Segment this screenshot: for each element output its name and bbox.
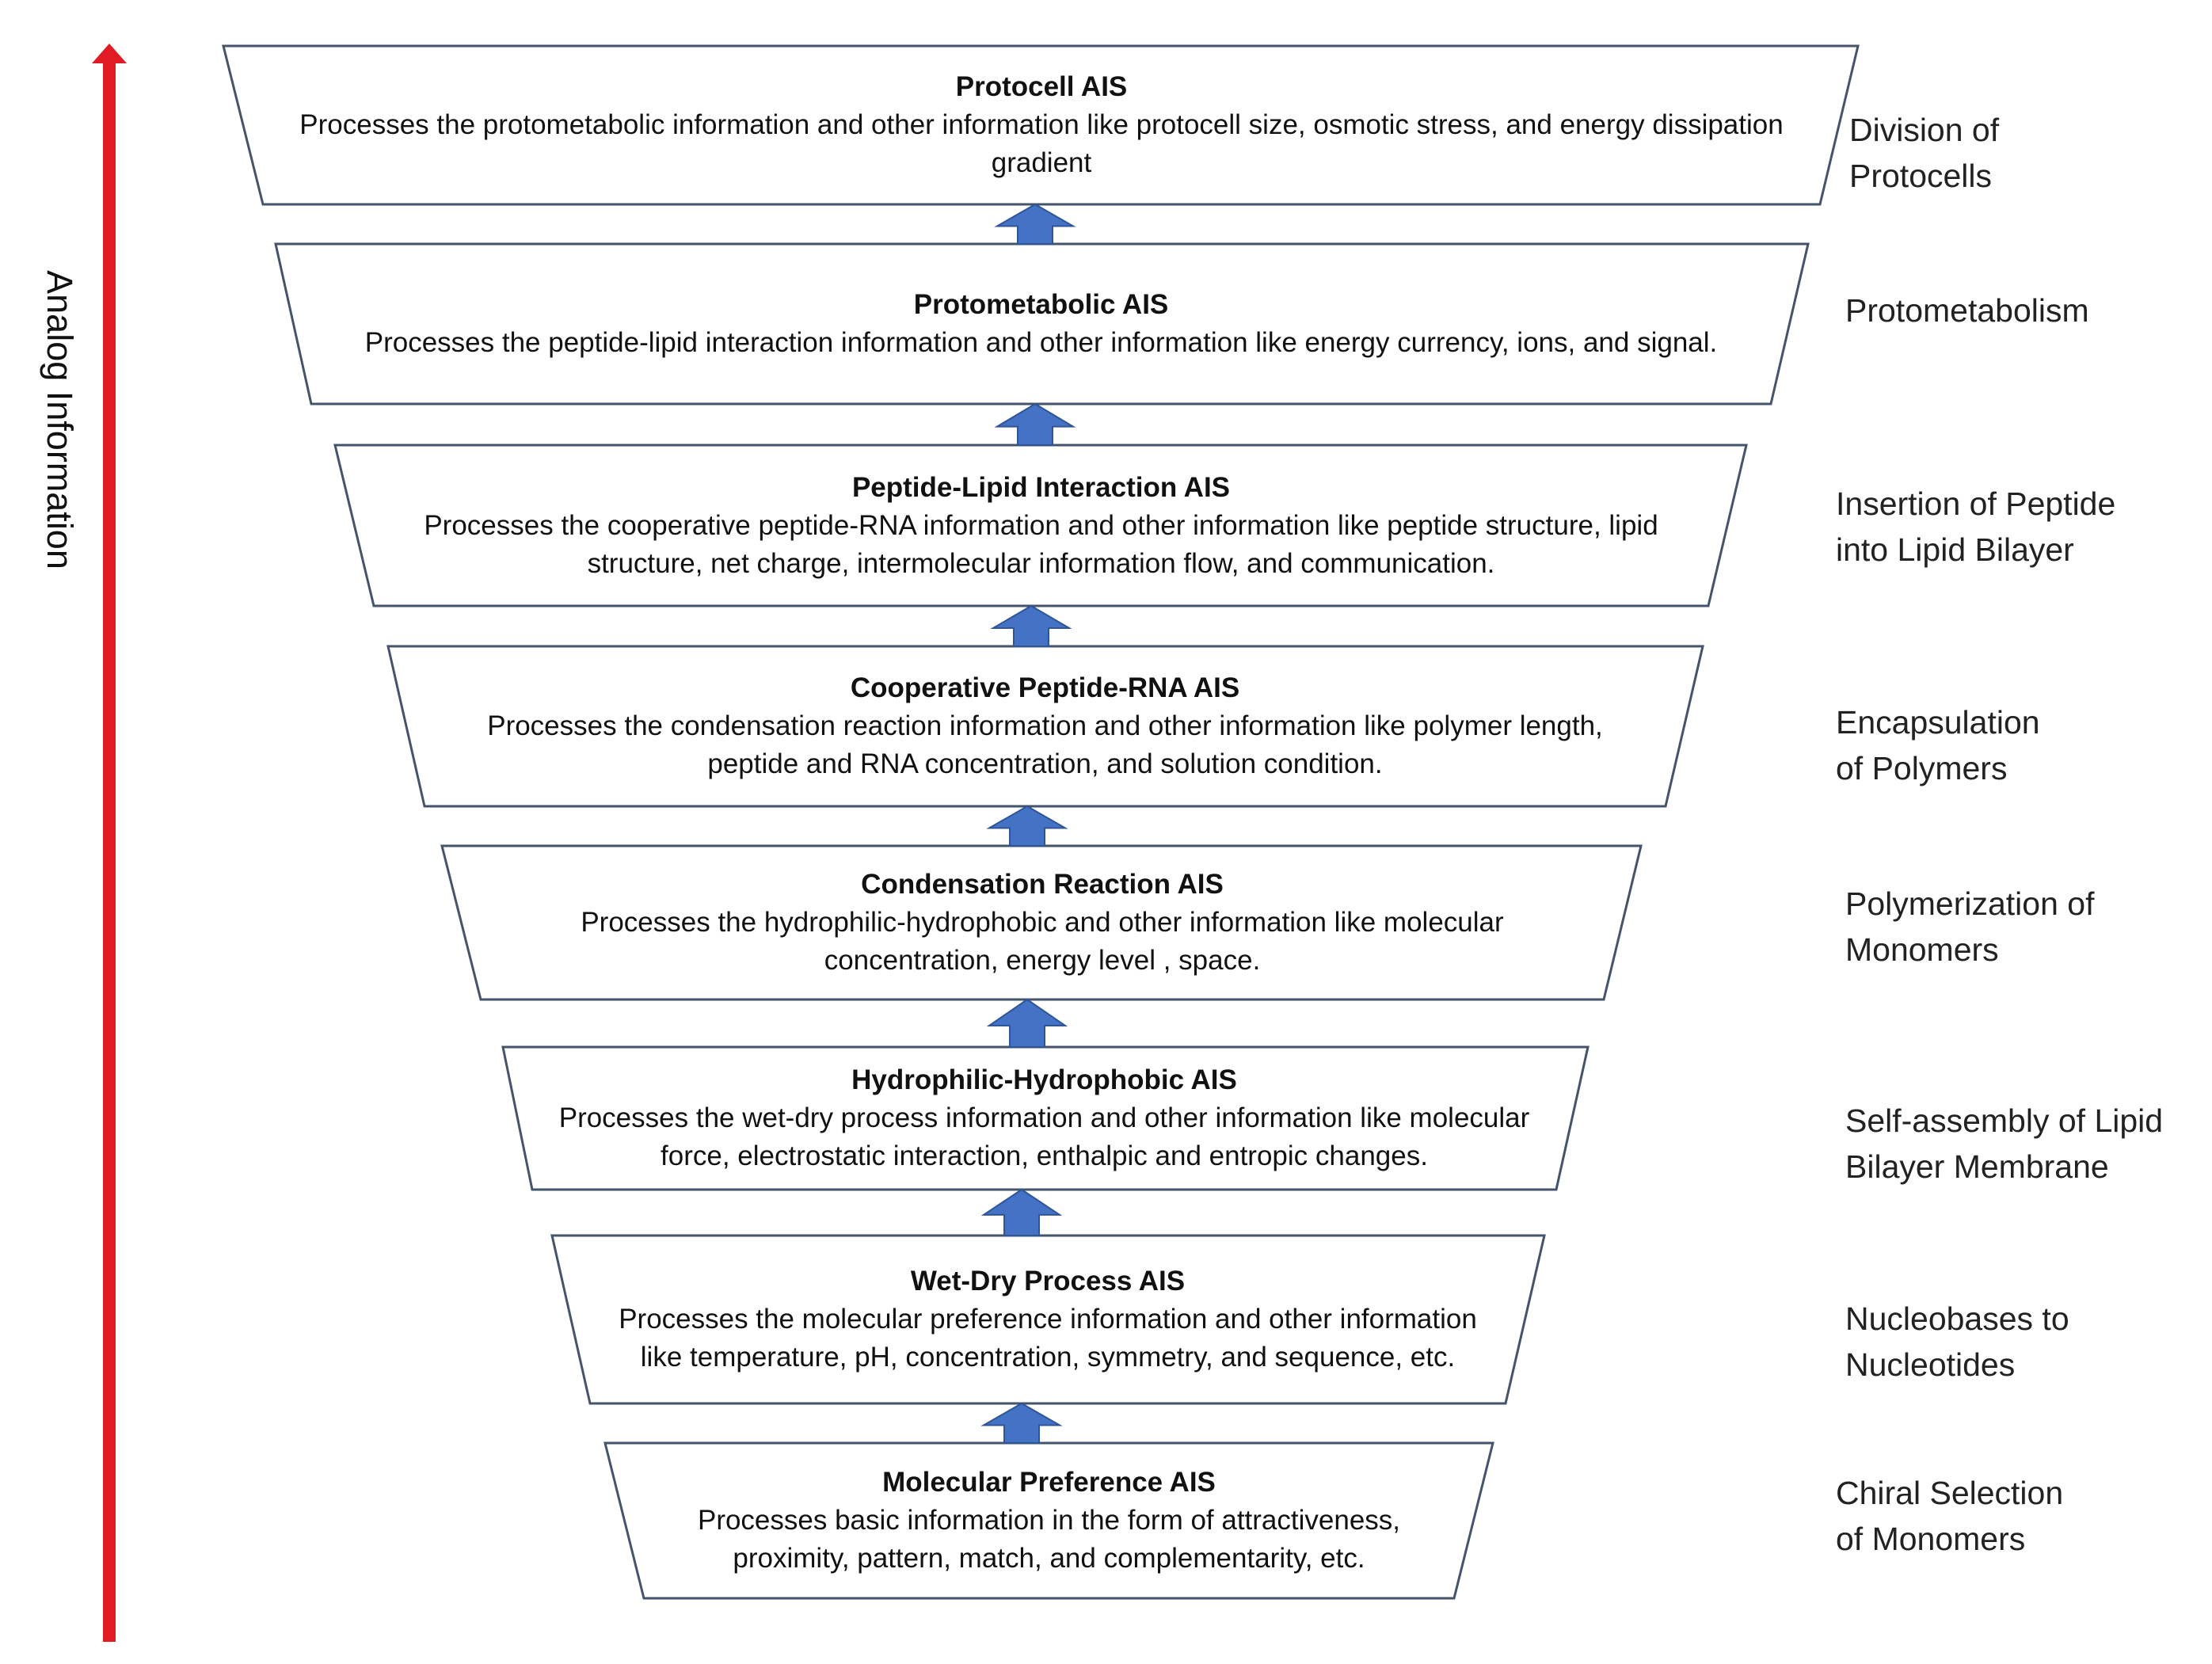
tier-text-block: Wet-Dry Process AIS Processes the molecul… bbox=[614, 1242, 1482, 1397]
tier-description: Processes the hydrophilic-hydrophobic an… bbox=[581, 907, 1504, 976]
tier-box bbox=[333, 444, 1748, 607]
up-arrow-icon bbox=[980, 1402, 1063, 1444]
stage-label: Nucleobases to Nucleotides bbox=[1845, 1300, 2069, 1383]
stage-label: Protometabolism bbox=[1845, 292, 2089, 329]
tier-text-block: Molecular Preference AIS Processes basic … bbox=[668, 1449, 1430, 1592]
up-arrow-icon bbox=[994, 203, 1076, 245]
stage-label: Self-assembly of Lipid Bilayer Membrane bbox=[1845, 1102, 2164, 1185]
stage-label: Chiral Selection of Monomers bbox=[1836, 1475, 2064, 1557]
tier-title: Hydrophilic-Hydrophobic AIS bbox=[851, 1064, 1237, 1095]
stage-label: Insertion of Peptide into Lipid Bilayer bbox=[1836, 485, 2116, 568]
tier-description: Processes the wet-dry process informatio… bbox=[558, 1102, 1530, 1171]
tier-title: Molecular Preference AIS bbox=[882, 1467, 1216, 1498]
up-arrow-icon bbox=[986, 805, 1068, 847]
axis-label: Analog Information bbox=[40, 270, 80, 569]
up-arrow-icon bbox=[980, 1188, 1063, 1236]
tier-title: Wet-Dry Process AIS bbox=[910, 1266, 1186, 1297]
tier-text-block: Protometabolic AIS Processes the peptide-… bbox=[335, 250, 1747, 398]
tier-description: Processes the molecular preference infor… bbox=[619, 1304, 1477, 1373]
axis-arrowhead bbox=[92, 44, 127, 63]
up-arrow-icon bbox=[990, 604, 1072, 647]
tier-box bbox=[386, 645, 1704, 808]
tier-description: Processes basic information in the form … bbox=[697, 1505, 1401, 1574]
tier-box bbox=[222, 44, 1860, 206]
tier-text-block: Peptide-Lipid Interaction AIS Processes t… bbox=[398, 451, 1685, 600]
up-arrow-icon bbox=[986, 998, 1068, 1048]
tier-text-block: Protocell AIS Processes the protometaboli… bbox=[287, 52, 1796, 198]
tier-box bbox=[550, 1234, 1546, 1405]
tier-description: Processes the protometabolic information… bbox=[299, 109, 1784, 178]
stage-label: Polymerization of Monomers bbox=[1845, 885, 2095, 968]
tier-title: Cooperative Peptide-RNA AIS bbox=[850, 672, 1240, 703]
up-arrow-icon bbox=[994, 402, 1076, 446]
tier-text-block: Cooperative Peptide-RNA AIS Processes the… bbox=[448, 653, 1642, 800]
tier-box bbox=[603, 1441, 1494, 1600]
tier-description: Processes the peptide-lipid interaction … bbox=[364, 327, 1718, 358]
tier-box bbox=[274, 242, 1810, 406]
tier-text-block: Hydrophilic-Hydrophobic AIS Processes the… bbox=[556, 1053, 1532, 1183]
stage-label: Division of Protocells bbox=[1849, 112, 2000, 194]
tier-title: Protometabolic AIS bbox=[913, 289, 1169, 320]
axis-arrow-shaft bbox=[103, 59, 116, 1642]
tier-box bbox=[440, 844, 1643, 1001]
tier-title: Protocell AIS bbox=[955, 71, 1128, 102]
tier-title: Peptide-Lipid Interaction AIS bbox=[851, 471, 1231, 503]
tier-box bbox=[501, 1045, 1590, 1191]
tier-description: Processes the cooperative peptide-RNA in… bbox=[424, 509, 1658, 579]
tier-title: Condensation Reaction AIS bbox=[861, 869, 1224, 900]
tier-description: Processes the condensation reaction info… bbox=[487, 710, 1603, 779]
stage-label: Encapsulation of Polymers bbox=[1836, 704, 2040, 786]
tier-text-block: Condensation Reaction AIS Processes the h… bbox=[504, 852, 1580, 993]
